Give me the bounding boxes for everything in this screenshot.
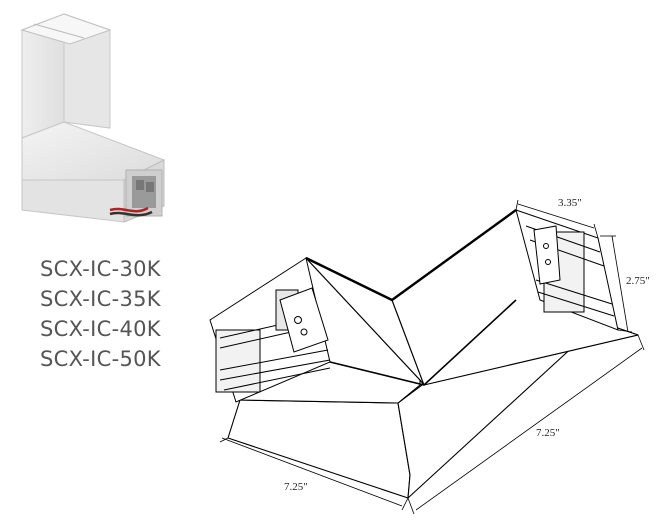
dim-line-width — [517, 203, 595, 229]
mounting-bracket-right — [533, 225, 561, 285]
dim-label-length-left: 7.25" — [284, 481, 308, 493]
bottom-face — [227, 399, 411, 499]
model-item: SCX-IC-50K — [40, 347, 161, 371]
dimension-drawing: 3.35" 2.75" 7.25" 7.25" — [209, 197, 650, 515]
product-photo — [20, 13, 166, 223]
dim-label-length-right: 7.25" — [536, 427, 560, 439]
dim-line-length-right — [415, 347, 643, 511]
dim-label-height: 2.75" — [626, 275, 650, 287]
dim-line-length-left — [221, 437, 403, 507]
model-item: SCX-IC-30K — [40, 257, 161, 281]
model-item: SCX-IC-35K — [40, 287, 161, 311]
model-list: SCX-IC-30K SCX-IC-35K SCX-IC-40K SCX-IC-… — [40, 254, 161, 374]
dim-line-height — [611, 235, 629, 333]
dim-label-width: 3.35" — [558, 197, 582, 209]
mounting-bracket — [279, 287, 329, 353]
model-item: SCX-IC-40K — [40, 317, 161, 341]
